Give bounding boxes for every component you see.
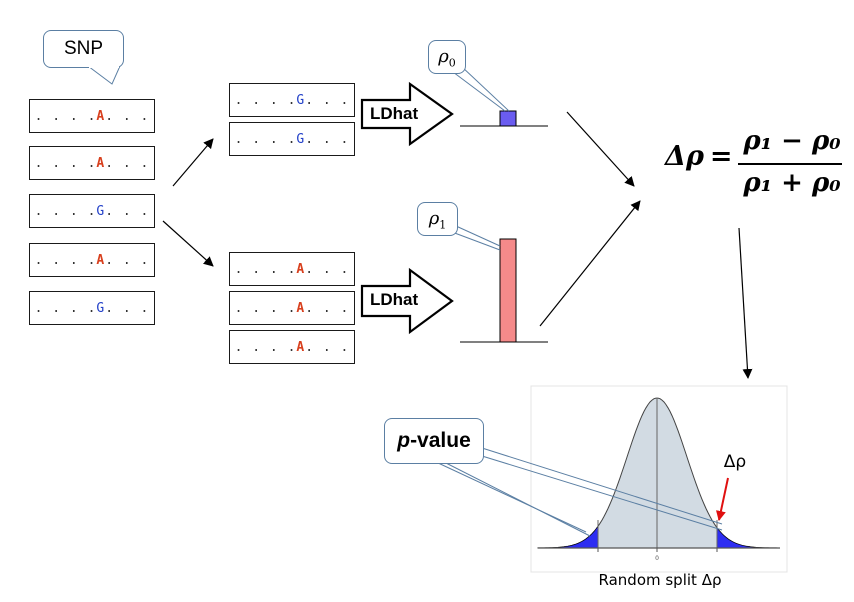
rho0-callout: ρ0 — [428, 40, 466, 74]
snp-callout: SNP — [43, 30, 124, 68]
rho1-bar — [499, 238, 517, 343]
sequence-row: . . . .A. . . — [29, 243, 155, 277]
tick-zero-label: 0 — [655, 555, 659, 562]
pvalue-pointer — [481, 447, 723, 525]
pvalue-callout: p-value — [384, 418, 484, 464]
snp-base: A — [96, 109, 106, 124]
snp-base: A — [96, 156, 106, 171]
rho0-pointer — [452, 71, 506, 112]
snp-label: SNP — [63, 38, 104, 59]
snp-base: G — [96, 301, 106, 316]
pvalue-pointer — [435, 461, 587, 533]
distribution-x-label: Random split Δρ — [599, 571, 722, 589]
snp-callout-tail — [86, 65, 121, 85]
pvalue-pointer — [481, 455, 723, 531]
snp-base: A — [96, 253, 106, 268]
converge-arrow-top — [566, 111, 635, 187]
converge-arrow-bottom — [539, 200, 641, 327]
null-distribution-plot: 0 Δρ Random split Δρ — [530, 385, 788, 589]
a-group-row: . . . .A. . . — [229, 291, 355, 325]
split-arrow-up — [172, 138, 214, 187]
sequence-row: . . . .G. . . — [29, 291, 155, 325]
g-group-row: . . . .G. . . — [229, 83, 355, 117]
rho0-pointer — [460, 65, 510, 112]
rho0-bar — [499, 110, 517, 127]
sequence-row: . . . .G. . . — [29, 194, 155, 228]
observed-marker-arrow — [715, 477, 729, 521]
formula-numerator: ρ₁ − ρ₀ — [743, 126, 841, 156]
pvalue-pointer — [443, 461, 591, 537]
g-group-row: . . . .G. . . — [229, 122, 355, 156]
ldhat-label-bottom: LDhat — [370, 290, 419, 309]
snp-base: G — [96, 204, 106, 219]
formula-to-distribution-arrow — [738, 227, 753, 379]
rho1-pointer — [455, 225, 501, 247]
snp-base: A — [296, 301, 306, 316]
snp-base: A — [296, 262, 306, 277]
split-arrow-down — [162, 220, 214, 267]
snp-callout-tail-cover — [89, 66, 119, 68]
rho1-callout: ρ1 — [417, 202, 458, 236]
a-group-row: . . . .A. . . — [229, 330, 355, 364]
formula-denominator: ρ₁ + ρ₀ — [743, 168, 841, 198]
snp-base: G — [296, 93, 306, 108]
formula-lhs: Δρ= — [665, 141, 733, 172]
snp-base: A — [296, 340, 306, 355]
a-group-row: . . . .A. . . — [229, 252, 355, 286]
sequence-row: . . . .A. . . — [29, 146, 155, 180]
sequence-row: . . . .A. . . — [29, 99, 155, 133]
rho1-pointer — [451, 231, 501, 251]
snp-base: G — [296, 132, 306, 147]
ldhat-arrow-bottom — [360, 267, 454, 335]
ldhat-arrow-top — [360, 81, 454, 147]
ldhat-label-top: LDhat — [370, 104, 419, 123]
observed-delta-rho-label: Δρ — [724, 452, 746, 472]
